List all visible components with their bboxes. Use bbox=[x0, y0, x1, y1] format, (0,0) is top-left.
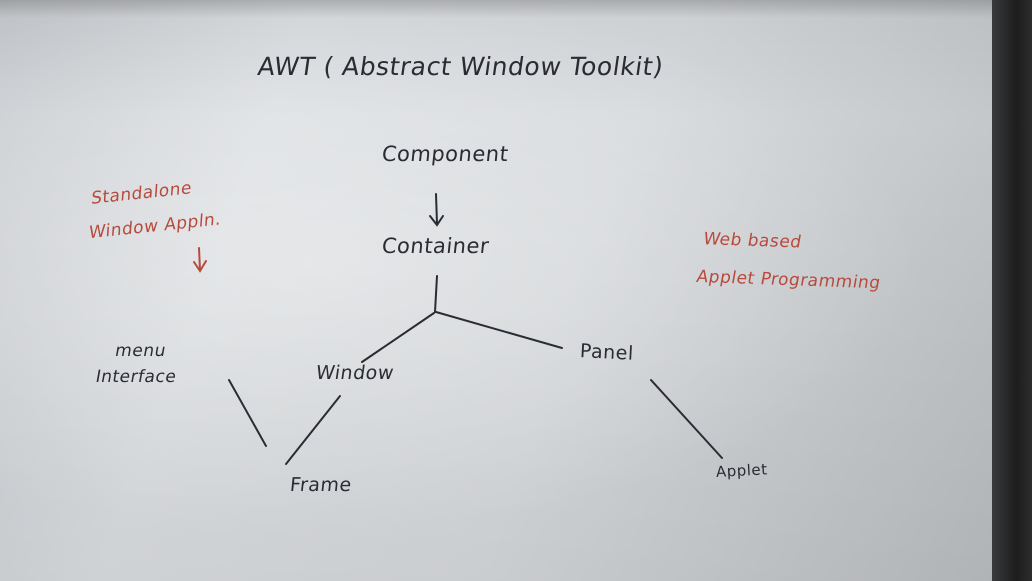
node-frame: Frame bbox=[288, 474, 353, 496]
node-container: Container bbox=[380, 234, 491, 258]
board-top-shadow bbox=[0, 0, 1032, 18]
node-panel: Panel bbox=[579, 340, 635, 365]
note-web-based: Web based Applet Programming bbox=[693, 220, 890, 302]
line-panel-to-applet bbox=[650, 379, 723, 459]
note-standalone: Standalone Window Appln. bbox=[88, 168, 225, 251]
node-menu-interface-line1: menu bbox=[113, 341, 168, 361]
line-window-to-frame bbox=[285, 395, 341, 465]
note-web-based-line1: Web based bbox=[701, 229, 804, 253]
note-web-based-line2: Applet Programming bbox=[694, 266, 883, 294]
line-container-to-panel bbox=[435, 311, 563, 349]
node-window: Window bbox=[314, 362, 396, 384]
node-component: Component bbox=[380, 142, 510, 166]
line-menu-interface-to-frame bbox=[228, 379, 267, 447]
line-container-to-window bbox=[361, 312, 435, 363]
page-title: AWT ( Abstract Window Toolkit) bbox=[255, 52, 666, 81]
node-menu-interface: menu Interface bbox=[93, 338, 183, 390]
node-applet: Applet bbox=[715, 460, 768, 481]
arrow-component-to-container bbox=[429, 193, 444, 227]
line-container-trunk bbox=[434, 275, 438, 313]
node-menu-interface-line2: Interface bbox=[93, 367, 179, 387]
board-frame-edge bbox=[992, 0, 1032, 581]
arrow-standalone bbox=[193, 247, 207, 273]
